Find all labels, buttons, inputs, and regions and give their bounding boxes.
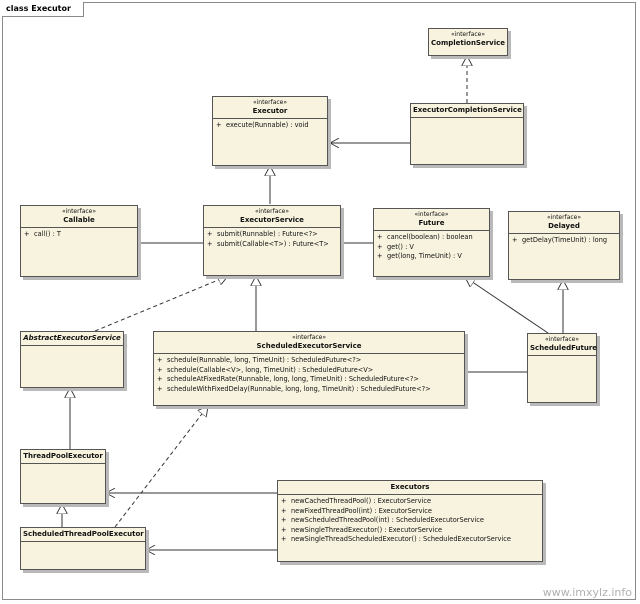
operation: +schedule(Callable<V>, long, TimeUnit) :… — [157, 365, 374, 374]
operation: +execute(Runnable) : void — [216, 121, 309, 129]
operation: +submit(Runnable) : Future<?> — [207, 230, 318, 238]
class-name: Executors — [390, 483, 430, 491]
class-name: Callable — [63, 216, 95, 224]
watermark: www.imxylz.info — [542, 586, 632, 599]
class-name: Delayed — [548, 222, 580, 230]
operation: +schedule(Runnable, long, TimeUnit) : Sc… — [157, 356, 362, 364]
class-future[interactable]: «interface» Future +cancel(boolean) : bo… — [373, 208, 490, 277]
stereotype: «interface» — [544, 336, 580, 343]
operation: +newScheduledThreadPool(int) : Scheduled… — [281, 516, 484, 524]
operation: +scheduleWithFixedDelay(Runnable, long, … — [157, 384, 431, 393]
class-delayed[interactable]: «interface» Delayed +getDelay(TimeUnit) … — [508, 211, 620, 280]
class-name: CompletionService — [431, 39, 506, 47]
class-executor-completion-service[interactable]: ExecutorCompletionService — [410, 103, 524, 165]
class-name: ExecutorService — [240, 216, 304, 224]
class-executors[interactable]: Executors +newCachedThreadPool() : Execu… — [277, 480, 543, 562]
edge-scheduledfuture-extends-future — [465, 277, 549, 334]
stereotype: «interface» — [450, 31, 486, 38]
class-abstract-executor-service[interactable]: AbstractExecutorService — [20, 331, 124, 388]
class-executor[interactable]: «interface» Executor +execute(Runnable) … — [212, 96, 328, 166]
class-name: ExecutorCompletionService — [413, 106, 522, 114]
class-name: ScheduledThreadPoolExecutor — [23, 530, 144, 538]
operation: +newSingleThreadScheduledExecutor() : Sc… — [281, 535, 511, 543]
stereotype: «interface» — [546, 214, 582, 221]
class-name: ThreadPoolExecutor — [23, 452, 103, 460]
stereotype: «interface» — [414, 211, 449, 218]
stereotype: «interface» — [254, 208, 290, 215]
class-scheduled-executor-service[interactable]: «interface» ScheduledExecutorService +sc… — [153, 331, 465, 406]
class-scheduled-future[interactable]: «interface» ScheduledFuture — [527, 333, 597, 403]
operation: +getDelay(TimeUnit) : long — [512, 236, 608, 244]
stereotype: «interface» — [61, 208, 97, 215]
stereotype: «interface» — [252, 99, 288, 106]
operation: +get(long, TimeUnit) : V — [377, 252, 462, 260]
edge-aes-realizes-executorservice — [94, 276, 228, 332]
class-name: Executor — [252, 107, 288, 115]
operation: +get() : V — [377, 242, 414, 251]
operation: +call() : T — [24, 230, 61, 238]
operation: +submit(Callable<T>) : Future<T> — [207, 239, 329, 248]
class-scheduled-thread-pool-executor[interactable]: ScheduledThreadPoolExecutor — [20, 527, 146, 570]
edge-stpe-realizes-ses — [114, 406, 208, 528]
class-completion-service[interactable]: «interface» CompletionService — [428, 28, 508, 56]
operation: +newSingleThreadExecutor() : ExecutorSer… — [281, 525, 442, 534]
operation: +scheduleAtFixedRate(Runnable, long, lon… — [157, 375, 419, 383]
class-executor-service[interactable]: «interface» ExecutorService +submit(Runn… — [203, 205, 341, 276]
class-name: AbstractExecutorService — [23, 334, 121, 342]
operation: +newFixedThreadPool(int) : ExecutorServi… — [281, 506, 432, 515]
class-name: ScheduledFuture — [530, 344, 598, 352]
class-callable[interactable]: «interface» Callable +call() : T — [20, 205, 138, 277]
class-thread-pool-executor[interactable]: ThreadPoolExecutor — [20, 449, 106, 504]
stereotype: «interface» — [291, 334, 327, 341]
operation: +newCachedThreadPool() : ExecutorService — [281, 497, 432, 505]
class-name: Future — [418, 219, 445, 227]
diagram-title: class Executor — [2, 2, 84, 17]
class-name: ScheduledExecutorService — [256, 342, 362, 350]
operation: +cancel(boolean) : boolean — [377, 233, 473, 241]
